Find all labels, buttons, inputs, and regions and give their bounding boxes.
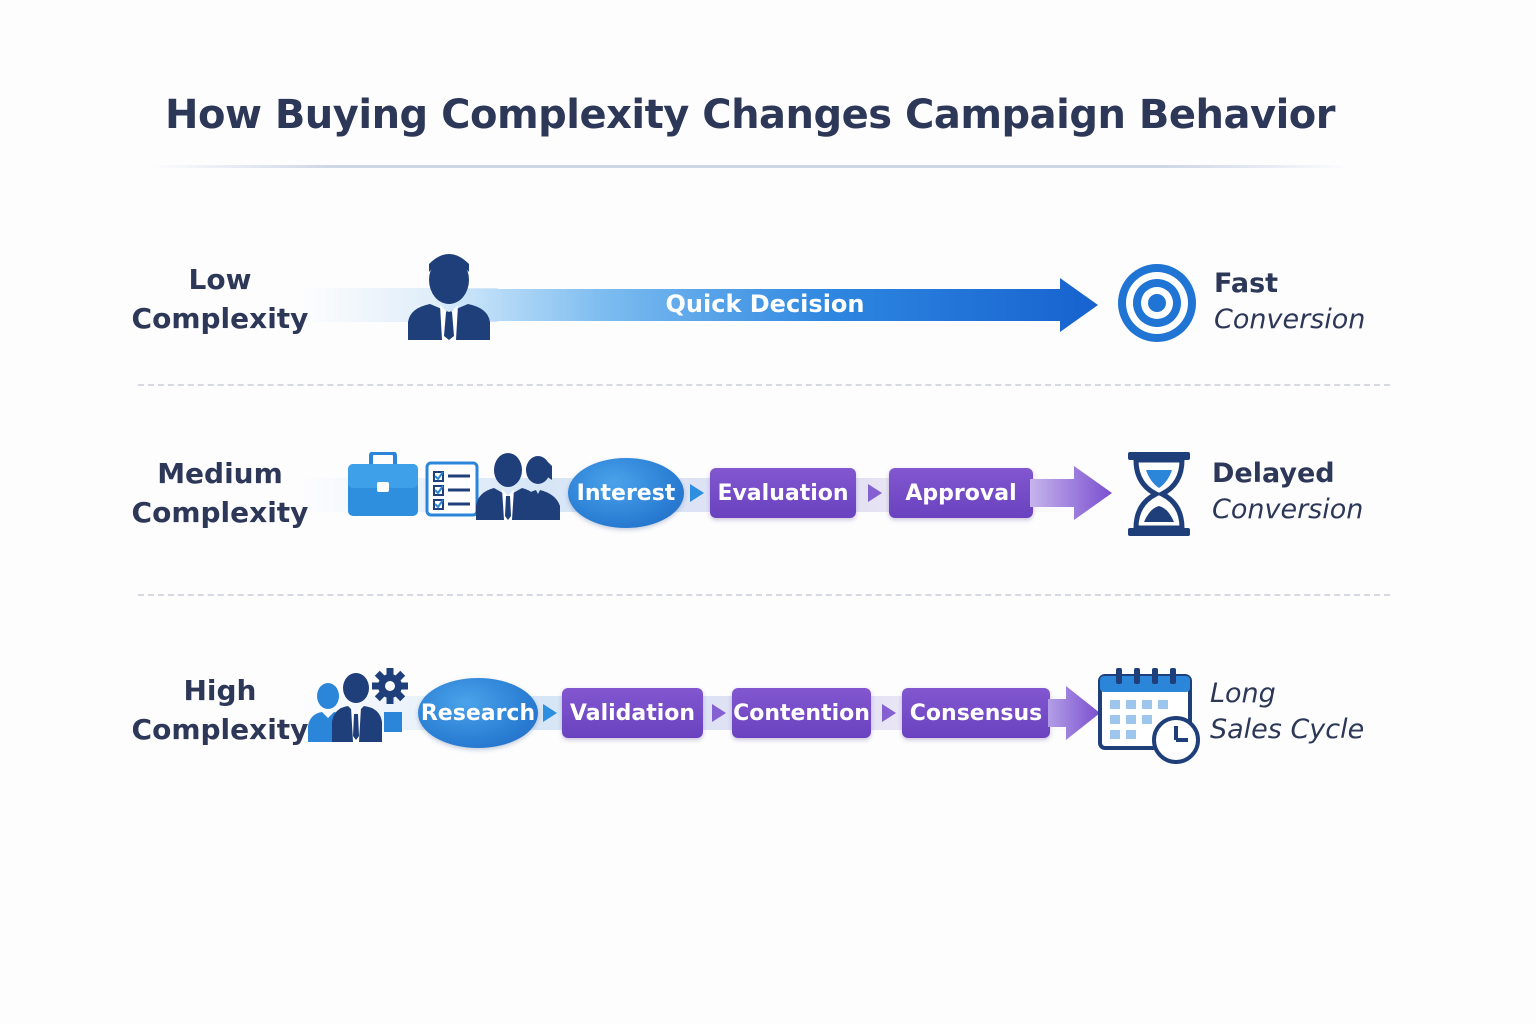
quick-decision-label: Quick Decision xyxy=(665,290,865,318)
outcome-line1: Fast xyxy=(1214,268,1279,299)
row-label-line1: Low xyxy=(188,263,252,296)
row-label-line1: Medium xyxy=(157,457,283,490)
briefcase-icon xyxy=(348,452,418,516)
checklist-icon xyxy=(425,461,479,517)
step-connector-arrow xyxy=(690,484,704,502)
outcome-line2: Sales Cycle xyxy=(1210,714,1365,745)
target-icon xyxy=(1118,264,1196,342)
step-interest: Interest xyxy=(568,458,684,528)
row-label-high: High Complexity xyxy=(130,671,310,749)
delayed-arrow xyxy=(1030,466,1112,520)
title-underline xyxy=(150,165,1350,168)
row-label-line2: Complexity xyxy=(131,302,309,335)
row-divider xyxy=(138,384,1390,386)
row-label-low: Low Complexity xyxy=(130,260,310,338)
outcome-line2: Conversion xyxy=(1214,304,1366,335)
step-connector-arrow xyxy=(882,704,896,722)
row-label-line2: Complexity xyxy=(131,496,309,529)
step-validation: Validation xyxy=(562,688,703,738)
outcome-fast-conversion: Fast Conversion xyxy=(1214,266,1365,338)
row-label-line1: High xyxy=(183,674,257,707)
team-gear-icon xyxy=(308,668,408,742)
step-approval: Approval xyxy=(889,468,1033,518)
outcome-line1: Long xyxy=(1210,678,1276,709)
step-connector-arrow xyxy=(712,704,726,722)
outcome-line2: Conversion xyxy=(1212,494,1364,525)
quick-decision-arrow xyxy=(440,278,1098,332)
row-divider xyxy=(138,594,1390,596)
page-title: How Buying Complexity Changes Campaign B… xyxy=(164,92,1336,138)
business-person-icon xyxy=(408,254,490,340)
step-contention: Contention xyxy=(732,688,871,738)
outcome-line1: Delayed xyxy=(1212,458,1335,489)
calendar-clock-icon xyxy=(1098,668,1200,764)
hourglass-icon xyxy=(1128,452,1190,536)
step-consensus: Consensus xyxy=(902,688,1050,738)
long-cycle-arrow xyxy=(1048,686,1100,740)
step-research: Research xyxy=(418,678,538,748)
row-label-line2: Complexity xyxy=(131,713,309,746)
outcome-long-sales-cycle: Long Sales Cycle xyxy=(1210,676,1364,748)
step-connector-arrow xyxy=(543,704,557,722)
people-pair-icon xyxy=(476,453,560,520)
outcome-delayed-conversion: Delayed Conversion xyxy=(1212,456,1363,528)
row-label-medium: Medium Complexity xyxy=(130,454,310,532)
step-evaluation: Evaluation xyxy=(710,468,856,518)
step-connector-arrow xyxy=(868,484,882,502)
